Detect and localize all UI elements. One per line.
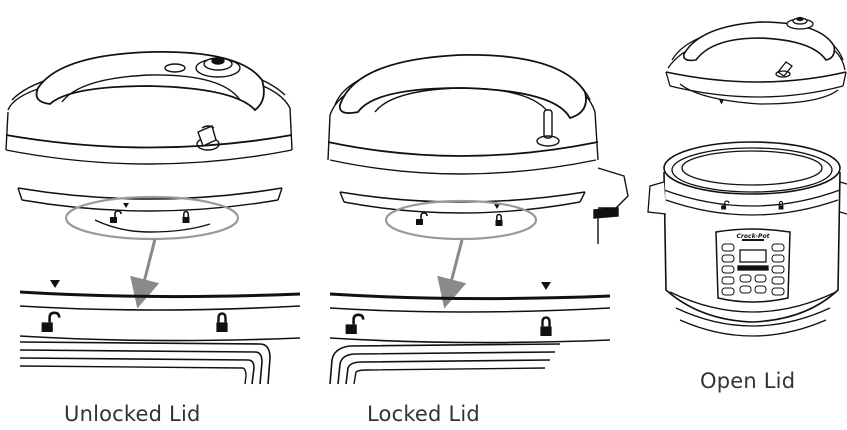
caption-unlocked-lid: Unlocked Lid <box>64 402 201 426</box>
padlock-closed-icon <box>216 314 227 332</box>
padlock-open-icon <box>346 315 364 334</box>
brand-logo: Crock-Pot <box>737 233 771 240</box>
padlock-closed-icon <box>779 201 784 209</box>
zoom-arrow <box>448 240 462 294</box>
zoom-arrow <box>141 239 155 294</box>
locked-lid-illustration <box>328 55 628 244</box>
highlight-ellipse <box>386 201 536 239</box>
unlocked-lid-markers <box>110 203 190 223</box>
padlock-closed-icon <box>183 212 190 224</box>
locked-zoom-detail <box>330 294 610 384</box>
padlock-open-icon <box>42 313 60 332</box>
locked-lid-markers <box>416 204 503 226</box>
caption-locked-lid: Locked Lid <box>367 402 480 426</box>
padlock-open-icon <box>110 211 121 223</box>
alignment-marker-icon <box>123 203 129 208</box>
unlocked-zoom-markers <box>42 280 228 332</box>
highlight-ellipse <box>66 197 238 239</box>
padlock-closed-icon <box>540 318 551 336</box>
padlock-closed-icon <box>496 215 503 227</box>
alignment-marker-icon <box>50 280 60 288</box>
unlocked-lid-illustration <box>6 52 292 232</box>
alignment-marker-icon <box>494 204 500 209</box>
caption-open-lid: Open Lid <box>700 369 795 393</box>
alignment-marker-icon <box>541 282 551 290</box>
padlock-open-icon <box>416 213 427 225</box>
unlocked-zoom-detail <box>20 292 300 384</box>
